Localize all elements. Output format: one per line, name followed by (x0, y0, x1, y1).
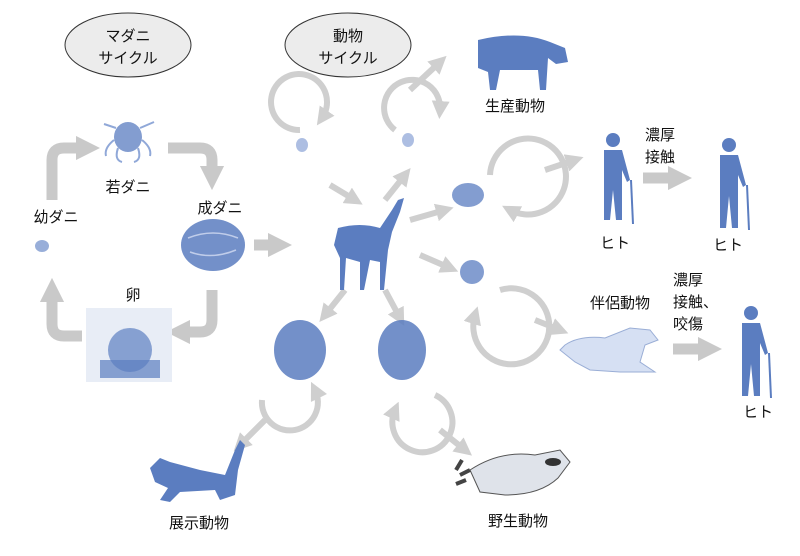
close-contact-bite-line1: 濃厚 (673, 271, 703, 289)
close-contact-bite-line2: 接触、 (673, 293, 718, 311)
animal-cycle-badge: 動物 サイクル (284, 12, 412, 78)
human-silhouette-1 (604, 133, 634, 225)
larva-tick-icon (35, 240, 49, 252)
tick-cycle-line2: サイクル (98, 49, 157, 67)
cow-silhouette (478, 35, 568, 90)
tick-cycle-line1: マダニ (105, 27, 150, 45)
nymph-tick-icon (103, 121, 155, 163)
animal-cycle-loops (233, 55, 584, 456)
deer-silhouette (334, 198, 404, 290)
tick-cycle-badge: マダニ サイクル (64, 12, 192, 78)
wild-animal-label: 野生動物 (488, 512, 548, 530)
egg-label: 卵 (125, 286, 140, 304)
nymph-label: 若ダニ (105, 178, 150, 196)
human-label-3: ヒト (743, 403, 773, 421)
livestock-label: 生産動物 (485, 97, 545, 115)
larva-label: 幼ダニ (33, 208, 78, 226)
zoo-animal-label: 展示動物 (169, 514, 229, 532)
human-silhouette-3 (742, 306, 772, 399)
close-contact-bite-line3: 咬傷 (673, 315, 703, 333)
human-silhouette-2 (720, 138, 750, 231)
cat-silhouette (150, 440, 245, 502)
animal-cycle-tick-icons (274, 133, 484, 380)
adult-label: 成ダニ (197, 199, 242, 217)
close-contact-line2: 接触 (645, 148, 675, 166)
close-contact-line1: 濃厚 (645, 126, 675, 144)
tick-cycle-arrows (39, 135, 293, 345)
human-label-1: ヒト (600, 234, 630, 252)
human-label-2: ヒト (713, 236, 743, 254)
adult-tick-icon (181, 219, 245, 271)
raccoon-illustration (454, 449, 571, 496)
animal-cycle-line2: サイクル (318, 49, 377, 67)
egg-icon (86, 308, 172, 382)
dog-illustration (559, 327, 659, 373)
companion-label: 伴侶動物 (590, 294, 650, 312)
animal-cycle-line1: 動物 (333, 27, 363, 45)
